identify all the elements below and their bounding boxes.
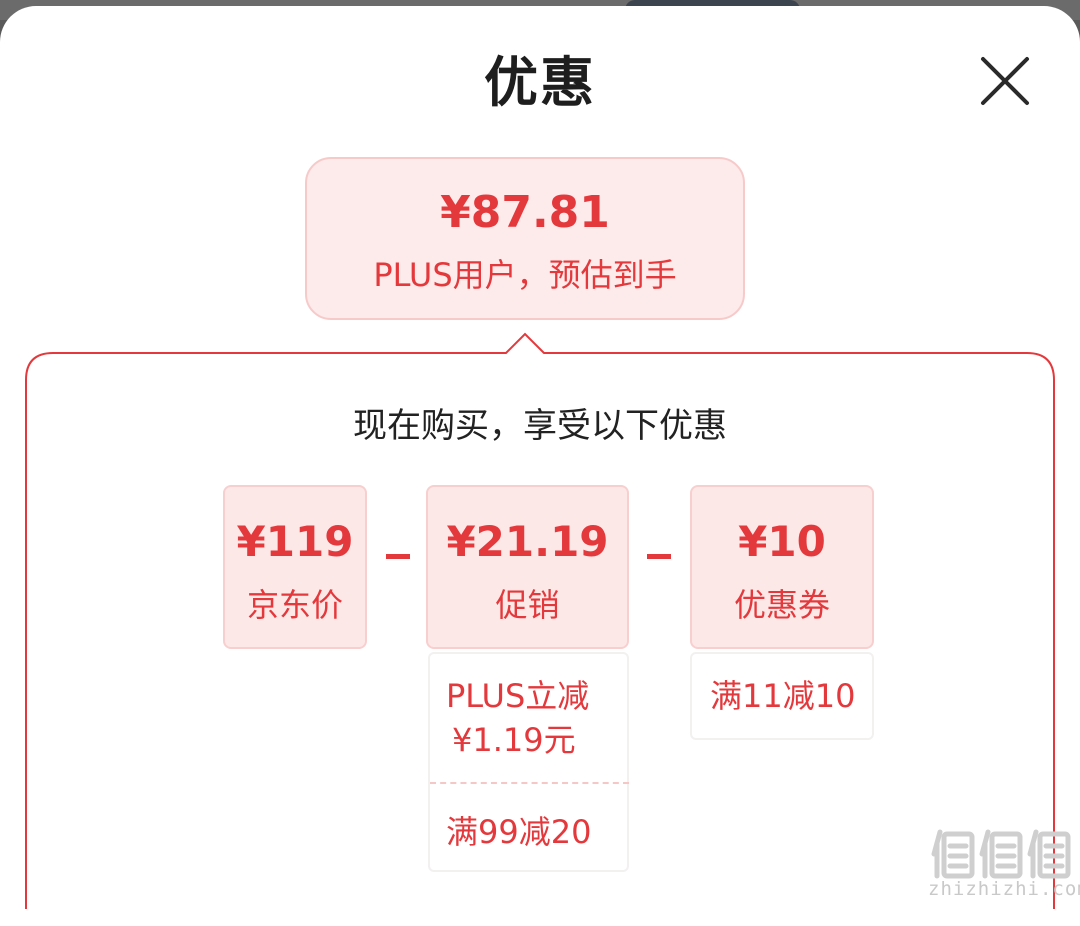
base-price-card: ¥119 京东价: [223, 485, 367, 649]
promotion-detail-line: ¥1.19元: [452, 721, 576, 759]
coupon-amount: ¥10: [738, 517, 826, 566]
sheet-title: 优惠: [484, 51, 596, 114]
promotion-label: 促销: [495, 586, 560, 624]
coupon-card: ¥10 优惠券: [690, 485, 874, 649]
estimated-price-caption: PLUS用户，预估到手: [373, 256, 677, 294]
promotion-amount: ¥21.19: [446, 517, 609, 566]
estimated-price: ¥87.81: [440, 187, 610, 238]
base-price-amount: ¥119: [236, 517, 354, 566]
coupon-detail-line: 满11减10: [710, 677, 856, 715]
coupon-details: 满11减10: [690, 652, 874, 740]
coupon-label: 优惠券: [733, 586, 830, 624]
site-logo: [931, 829, 1071, 879]
promotion-card: ¥21.19 促销: [426, 485, 629, 649]
close-icon: [981, 57, 1029, 105]
promotion-detail-line: PLUS立减: [446, 677, 590, 715]
promotion-details: PLUS立减 ¥1.19元 满99减20: [428, 652, 629, 872]
base-price-label: 京东价: [246, 586, 343, 624]
panel-heading: 现在购买，享受以下优惠: [353, 406, 727, 446]
watermark-site: zhizhizhi.com: [928, 878, 1080, 900]
minus-icon: [647, 554, 671, 559]
estimated-price-box: ¥87.81 PLUS用户，预估到手: [305, 157, 745, 320]
discount-panel-outline: [25, 332, 1055, 909]
detail-divider: [430, 782, 629, 784]
close-button[interactable]: [978, 54, 1032, 108]
minus-icon: [386, 554, 410, 559]
promotion-detail-line: 满99减20: [446, 813, 592, 851]
